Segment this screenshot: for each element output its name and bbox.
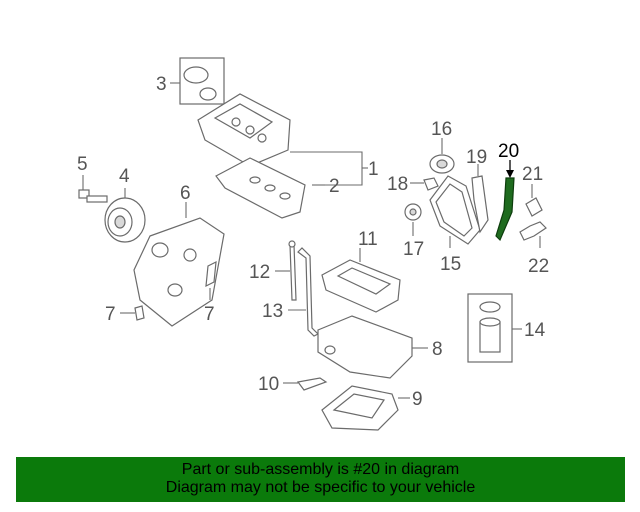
part-21-tensioner[interactable] — [525, 197, 543, 217]
callout-19: 19 — [466, 147, 487, 168]
callout-7a: 7 — [105, 304, 116, 325]
callout-12: 12 — [249, 262, 270, 283]
part-7-seal-right[interactable] — [205, 260, 217, 288]
banner-line-part: Part or sub-assembly is #20 in diagram — [181, 461, 460, 478]
part-3-oil-cap[interactable] — [179, 57, 225, 105]
callout-18: 18 — [387, 174, 408, 195]
part-18-bolt[interactable] — [423, 177, 439, 191]
banner-line-disclaimer: Diagram may not be specific to your vehi… — [165, 479, 476, 496]
part-6-timing-cover[interactable] — [133, 217, 225, 327]
part-2-gasket[interactable] — [215, 157, 306, 219]
part-20-chain-guide-highlighted[interactable] — [495, 177, 515, 242]
callout-15: 15 — [440, 254, 461, 275]
callout-10: 10 — [258, 374, 279, 395]
parts-diagram: 3 1 2 5 4 6 7 — [77, 57, 549, 431]
callout-11: 11 — [358, 229, 378, 250]
part-22-tensioner-arm[interactable] — [519, 221, 547, 241]
part-1-valve-cover[interactable] — [197, 93, 291, 167]
callout-7b: 7 — [204, 304, 215, 325]
part-9-oil-pan-lower[interactable] — [321, 385, 399, 431]
part-13-dipstick-tube[interactable] — [297, 247, 320, 337]
part-16-idler-pulley[interactable] — [429, 154, 455, 174]
part-19-chain-guide[interactable] — [471, 175, 489, 234]
part-10-baffle[interactable] — [296, 377, 328, 391]
callout-22: 22 — [528, 256, 549, 277]
part-15-timing-chain[interactable] — [429, 175, 481, 245]
part-7-seal-left[interactable] — [134, 305, 145, 321]
part-11-windage-tray[interactable] — [321, 259, 401, 313]
callout-14: 14 — [524, 320, 546, 341]
callout-13: 13 — [262, 301, 283, 322]
callout-1: 1 — [368, 159, 379, 180]
callout-20: 20 — [498, 141, 519, 162]
callout-16: 16 — [431, 119, 452, 140]
part-5-bolt[interactable] — [78, 189, 108, 203]
callout-3: 3 — [156, 74, 167, 95]
callout-6: 6 — [180, 183, 191, 204]
arrow-20-icon — [506, 170, 514, 178]
part-14-oil-filter[interactable] — [467, 293, 513, 363]
part-17-sprocket[interactable] — [404, 203, 422, 221]
info-banner: Part or sub-assembly is #20 in diagram D… — [16, 457, 625, 502]
callout-5: 5 — [77, 154, 88, 175]
callout-8: 8 — [432, 339, 443, 360]
part-8-oil-pan-upper[interactable] — [317, 315, 413, 379]
part-12-dipstick[interactable] — [288, 240, 297, 301]
callout-17: 17 — [403, 239, 424, 260]
bracket-1 — [290, 151, 363, 186]
callout-9: 9 — [412, 389, 423, 410]
callout-21: 21 — [522, 164, 543, 185]
callout-2: 2 — [329, 176, 340, 197]
callout-4: 4 — [119, 166, 130, 187]
part-4-crank-pulley[interactable] — [104, 197, 146, 243]
